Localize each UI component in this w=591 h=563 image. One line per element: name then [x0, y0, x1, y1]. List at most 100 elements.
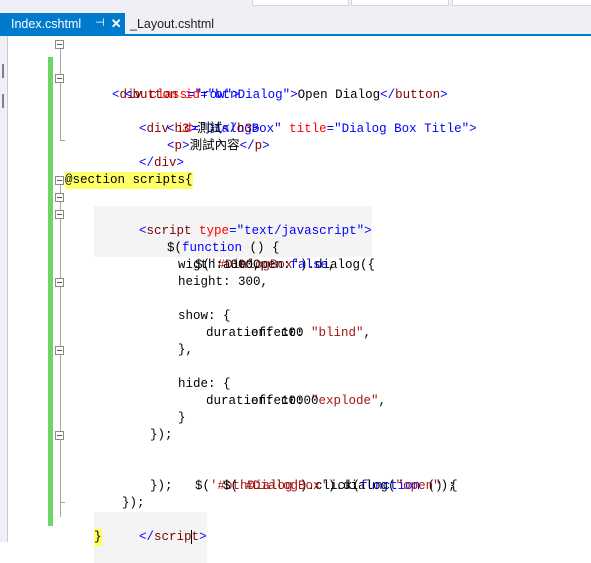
code-line-22[interactable]: } [9, 393, 591, 425]
collapse-icon[interactable] [55, 346, 64, 355]
pin-icon[interactable]: ⊣ [95, 17, 105, 29]
code-token: </ [139, 530, 155, 544]
code-line-20[interactable]: effect: "explode", [9, 359, 591, 408]
code-token: < [167, 122, 175, 136]
code-token: > [182, 139, 190, 153]
code-line-8[interactable]: @section scripts{ [9, 155, 591, 189]
code-token: "row" [194, 88, 233, 102]
code-line-25[interactable]: $('#DialogBox').dialog("open"); [9, 444, 591, 493]
code-token: '#btnDialog' [210, 479, 301, 493]
code-token: = [229, 224, 237, 238]
code-line-6[interactable]: </ div > [9, 121, 591, 170]
code-token: $( [223, 479, 239, 493]
close-icon[interactable]: ✕ [110, 16, 122, 31]
collapse-icon[interactable] [55, 176, 64, 185]
code-token: ).dialog( [328, 479, 396, 493]
toolbar-segment [452, 0, 591, 6]
code-token: () { [420, 479, 458, 493]
code-token: $( [195, 258, 211, 272]
code-token: "blind" [311, 326, 364, 340]
code-line-16[interactable]: effect: "blind", [9, 291, 591, 340]
collapse-icon[interactable] [55, 210, 64, 219]
code-line-10[interactable]: $(function () { [9, 189, 591, 255]
window-top-strip [0, 0, 591, 8]
code-line-1[interactable]: <div class="row"> [9, 36, 591, 102]
code-token: div [119, 88, 143, 102]
code-line-12[interactable]: autoOpen:false, [9, 223, 591, 272]
code-token: function [360, 479, 421, 493]
code-token: "DialogBox" [199, 122, 282, 136]
code-token: function [182, 241, 243, 255]
code-line-14[interactable]: height: 300, [9, 257, 591, 289]
code-line-26[interactable]: }); [9, 461, 591, 493]
collapse-icon[interactable] [55, 431, 64, 440]
code-line-2[interactable]: <button id="btnDialog">Open Dialog</butt… [9, 53, 591, 102]
tab-index-cshtml[interactable]: Index.cshtml ⊣ ✕ [0, 13, 125, 34]
code-token: "open" [395, 479, 441, 493]
tab-layout-cshtml[interactable]: _Layout.cshtml [126, 13, 214, 34]
code-token: = [187, 88, 195, 102]
code-token: '#DialogBox' [238, 479, 329, 493]
panel-tab-marker[interactable] [2, 94, 4, 108]
code-token: $( [195, 479, 211, 493]
code-token: </ [222, 122, 238, 136]
code-token: , [363, 326, 372, 340]
code-line-9[interactable]: <script type="text/javascript"> [9, 172, 591, 257]
code-token: "text/javascript" [236, 224, 365, 238]
document-tab-bar: Index.cshtml ⊣ ✕ _Layout.cshtml [0, 8, 591, 34]
code-token: $( [167, 241, 183, 255]
code-line-21[interactable]: duration: 10000 [9, 376, 591, 408]
code-line-15[interactable]: show: { [9, 274, 591, 323]
code-token: effect: [251, 326, 312, 340]
code-line-24[interactable]: $('#btnDialog').click(function () { [9, 427, 591, 493]
code-token: , [328, 258, 336, 272]
code-line-23[interactable]: }); [9, 410, 591, 442]
code-line-3[interactable]: <div id="DialogBox" title="Dialog Box Ti… [9, 70, 591, 136]
code-token: }); [122, 496, 145, 510]
code-token: p [174, 139, 183, 153]
code-token: }); [150, 479, 173, 493]
code-token: false [290, 258, 329, 272]
code-token: button [132, 88, 178, 102]
code-token: > [189, 122, 198, 136]
code-token: div [146, 122, 170, 136]
code-line-29[interactable]: } [9, 512, 591, 546]
code-line-4[interactable]: <h3>測試</h3> [9, 87, 591, 136]
code-line-19[interactable]: hide: { [9, 342, 591, 391]
code-line-28[interactable]: </script> [9, 495, 591, 563]
code-token: "btnDialog" [207, 88, 291, 102]
code-token: 測試 [197, 122, 223, 136]
code-line-13[interactable]: wigth: 300, [9, 240, 591, 272]
outline-guide [60, 502, 65, 503]
collapse-icon[interactable] [55, 278, 64, 287]
code-line-7[interactable]: </div> [9, 138, 591, 187]
code-line-17[interactable]: duration: 100 [9, 308, 591, 340]
code-token: </ [239, 139, 255, 153]
code-token: 測試內容 [189, 139, 240, 153]
code-token: script [146, 224, 192, 238]
code-token: wigth: 300, [178, 258, 261, 272]
collapse-icon[interactable] [55, 40, 64, 49]
code-editor[interactable]: <div class="row"> <button id="btnDialog"… [9, 36, 591, 563]
code-token: = [200, 88, 208, 102]
razor-section-directive: @section scripts{ [65, 172, 193, 189]
toolbar-segment [351, 0, 449, 6]
code-token: h3 [237, 122, 253, 136]
code-token: > [440, 88, 448, 102]
code-token: < [139, 224, 147, 238]
code-token: class [142, 88, 188, 102]
code-line-11[interactable]: $('#DialogBox').dialog({ [9, 206, 591, 272]
code-token: button [395, 88, 441, 102]
collapse-icon[interactable] [55, 74, 64, 83]
code-line-5[interactable]: <p>測試內容</p> [9, 104, 591, 153]
change-tracking-bar [48, 57, 53, 526]
code-token: show: { [178, 309, 231, 323]
code-line-27[interactable]: }); [9, 478, 591, 510]
code-line-18[interactable]: }, [9, 325, 591, 357]
code-token: hide: { [178, 377, 231, 391]
code-token: duration: 100 [206, 326, 304, 340]
code-token: = [326, 122, 335, 136]
panel-tab-marker[interactable] [2, 64, 4, 78]
code-token: p [254, 139, 263, 153]
collapse-icon[interactable] [55, 193, 64, 202]
